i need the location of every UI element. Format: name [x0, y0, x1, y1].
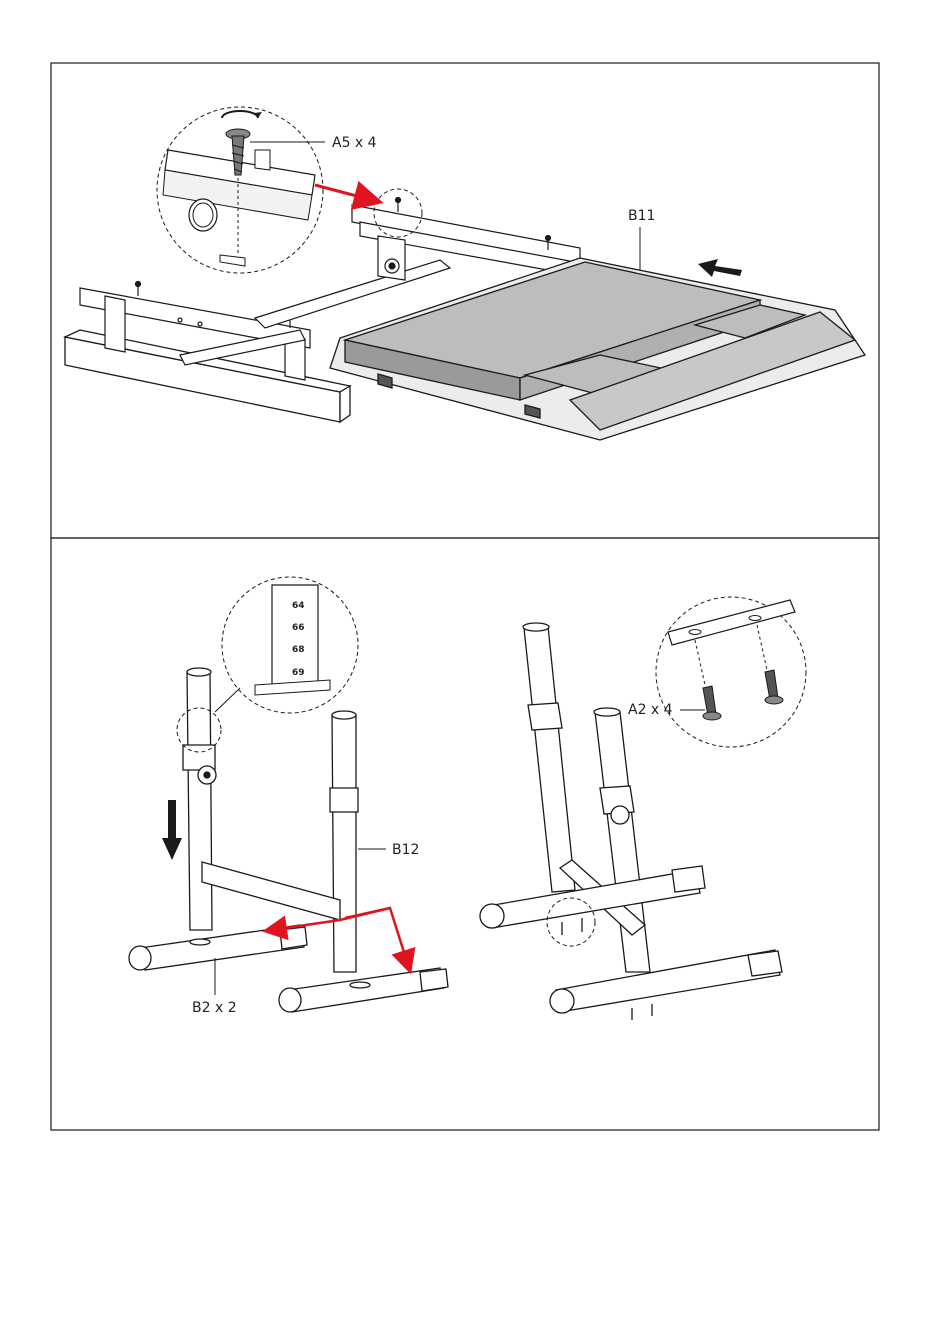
- screw-detail-circle: [157, 107, 323, 273]
- down-direction-arrow: [162, 800, 182, 860]
- back-bracket-rail: [352, 198, 580, 281]
- height-mark-3: 68: [292, 645, 305, 655]
- height-mark-1: 64: [292, 601, 305, 611]
- height-mark-4: 69: [292, 668, 305, 678]
- callout-b2: B2 x 2: [192, 1000, 237, 1016]
- callout-a2: A2 x 4: [628, 702, 673, 718]
- leg-frame-b12: [183, 668, 358, 972]
- detail-red-arrow: [315, 185, 372, 200]
- height-mark-2: 66: [292, 623, 305, 633]
- foot-bar-left: [129, 925, 307, 970]
- callout-b11: B11: [628, 208, 655, 224]
- bottom-screw-detail-circle: [656, 597, 806, 747]
- push-direction-arrow: [698, 259, 742, 277]
- callout-b12: B12: [392, 842, 419, 858]
- callout-a5: A5 x 4: [332, 135, 377, 151]
- drawer-tray-b11: [330, 258, 865, 440]
- foot-bar-right: [279, 968, 448, 1012]
- height-leader-line: [215, 688, 240, 712]
- height-detail-circle: 64 66 68 69: [222, 577, 358, 713]
